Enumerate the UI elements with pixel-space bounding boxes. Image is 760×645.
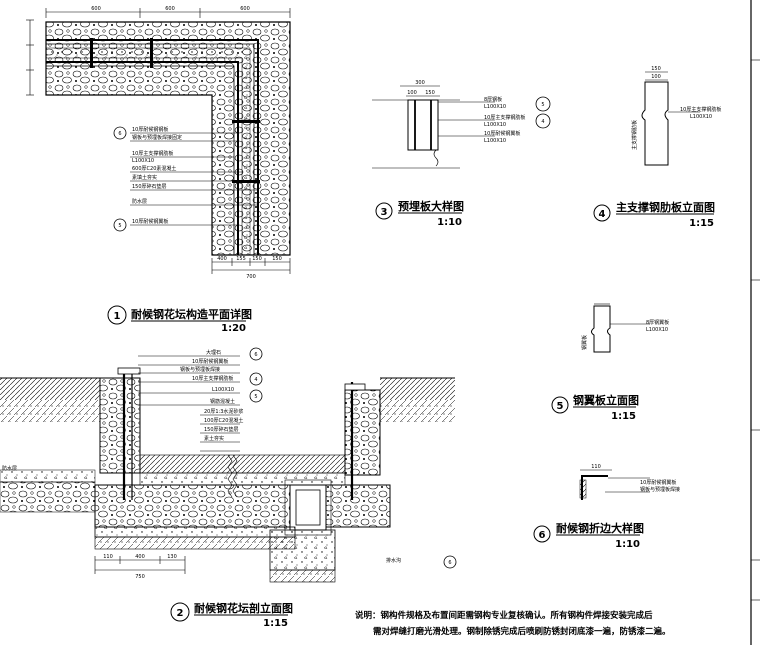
detail-5-title: 5 钢翼板立面图 1:15 (551, 393, 639, 422)
svg-text:5: 5 (557, 401, 564, 412)
plan-label-5: 600厚C20素混凝土 (132, 165, 176, 172)
section-label-1: 大理石 (206, 349, 221, 356)
d4-dim-1: 150 (651, 66, 661, 72)
section-label-9: 150厚碎石垫层 (204, 426, 239, 433)
d5-label-1: 8厚钢翼板 (646, 319, 669, 326)
svg-text:4: 4 (599, 209, 606, 220)
d5-label-3: 钢翼板 (581, 335, 588, 350)
plan-dim-bottom-2: 155 (236, 256, 246, 262)
svg-text:4: 4 (254, 377, 257, 383)
svg-text:6: 6 (118, 131, 121, 137)
d4-label-3: 主支撑钢肋板 (631, 120, 638, 150)
plan-label-4: L100X10 (132, 158, 154, 164)
detail-1-scale: 1:20 (221, 323, 246, 334)
plan-dim-bottom-3: 150 (252, 256, 262, 262)
svg-text:6: 6 (254, 352, 257, 358)
section-detail-drawing: 110 400 130 750 6 4 5 大理石 10厚耐候钢翼板 钢板与预埋… (0, 347, 457, 583)
section-label-3: 钢板与预埋板焊接 (180, 366, 220, 373)
section-label-2: 10厚耐候钢翼板 (192, 358, 228, 365)
detail-6-drawing: 110 10厚耐候钢翼板 钢板与预埋板焊接 (579, 464, 680, 500)
note-line-2: 需对焊缝打磨光滑处理。钢制除锈完成后喷刷防锈封闭底漆一遍，防锈漆二遍。 (373, 626, 671, 637)
plan-dim-total: 700 (246, 274, 256, 280)
detail-3-scale: 1:10 (437, 217, 462, 228)
d3-label-3: 10厚主支撑钢肋板 (484, 114, 525, 121)
section-dim-1: 110 (103, 554, 113, 560)
detail-6-scale: 1:10 (615, 539, 640, 550)
d4-label-2: L100X10 (690, 114, 712, 120)
detail-6-title-text: 耐候钢折边大样图 (556, 521, 644, 535)
detail-2-title: 2 耐候钢花坛剖立面图 1:15 (170, 601, 293, 629)
d4-label-1: 10厚主支撑钢肋板 (680, 106, 721, 113)
d3-label-4: L100X10 (484, 122, 506, 128)
d6-label-2: 钢板与预埋板焊接 (640, 486, 680, 493)
detail-4-drawing: 150 100 10厚主支撑钢肋板 L100X10 主支撑钢肋板 (631, 66, 721, 166)
svg-text:4: 4 (541, 119, 544, 125)
plan-dim-bottom-1: 400 (217, 256, 227, 262)
detail-2-title-text: 耐候钢花坛剖立面图 (194, 601, 293, 615)
general-note: 说明：钢构件规格及布置间距需钢构专业复核确认。所有钢构件焊接安装完成后 需对焊缝… (355, 610, 671, 637)
svg-text:6: 6 (448, 560, 451, 566)
detail-1-title-text: 耐候钢花坛构造平面详图 (131, 307, 252, 321)
detail-4-scale: 1:15 (689, 218, 714, 229)
d4-dim-2: 100 (651, 74, 661, 80)
section-label-7: 20厚1:3水泥砂浆 (204, 408, 243, 415)
plan-dim-top-1: 600 (91, 6, 101, 12)
plan-label-8: 防水层 (132, 198, 147, 205)
detail-3-title-text: 预埋板大样图 (398, 199, 464, 213)
section-label-6: 钢筋混凝土 (210, 398, 235, 405)
section-label-12: 防水层 (2, 465, 17, 472)
detail-1-title: 1 耐候钢花坛构造平面详图 1:20 (107, 305, 252, 334)
plan-detail-drawing: 600 600 600 400 155 150 150 700 (26, 6, 291, 280)
section-label-5: L100X10 (212, 387, 234, 393)
plan-dim-top-2: 600 (165, 6, 175, 12)
d6-dim-1: 110 (591, 464, 601, 470)
svg-text:5: 5 (541, 102, 544, 108)
svg-text:2: 2 (177, 608, 184, 619)
plan-label-6: 素填土夯实 (132, 174, 157, 181)
d5-label-2: L100X10 (646, 327, 668, 333)
svg-text:1: 1 (114, 311, 121, 322)
plan-dim-top-3: 600 (240, 6, 250, 12)
detail-5-drawing: 8厚钢翼板 L100X10 钢翼板 (581, 303, 669, 353)
d3-dim-1: 300 (415, 80, 425, 86)
plan-label-1: 10厚耐候钢钢板 (132, 126, 168, 133)
d6-label-1: 10厚耐候钢翼板 (640, 479, 676, 486)
detail-4-title-text: 主支撑钢肋板立面图 (616, 200, 715, 214)
detail-3-title: 3 预埋板大样图 1:10 (375, 199, 464, 228)
section-label-11: 排水沟 (386, 557, 401, 564)
plan-label-9: 10厚耐候钢翼板 (132, 218, 168, 225)
detail-6-title: 6 耐候钢折边大样图 1:10 (533, 521, 644, 550)
d3-label-6: L100X10 (484, 138, 506, 144)
detail-5-title-text: 钢翼板立面图 (573, 393, 639, 407)
section-dim-4: 750 (135, 574, 145, 580)
plan-dim-bottom-4: 150 (272, 256, 282, 262)
section-dim-3: 130 (167, 554, 177, 560)
plan-label-2: 钢板与预埋板焊接固定 (132, 134, 182, 141)
section-label-10: 素土夯实 (204, 435, 224, 442)
d3-dim-3: 150 (425, 90, 435, 96)
d3-label-2: L100X10 (484, 104, 506, 110)
d3-dim-2: 100 (407, 90, 417, 96)
svg-text:5: 5 (118, 223, 121, 229)
title-block-edge (750, 0, 760, 645)
plan-label-7: 150厚碎石垫层 (132, 183, 167, 190)
detail-4-title: 4 主支撑钢肋板立面图 1:15 (593, 200, 715, 229)
svg-text:6: 6 (539, 530, 546, 541)
note-line-1: 说明：钢构件规格及布置间距需钢构专业复核确认。所有钢构件焊接安装完成后 (355, 610, 653, 621)
svg-text:3: 3 (381, 207, 388, 218)
section-label-4: 10厚主支撑钢肋板 (192, 375, 233, 382)
d3-label-1: 8厚钢板 (484, 96, 502, 103)
detail-5-scale: 1:15 (611, 411, 636, 422)
detail-2-scale: 1:15 (263, 618, 288, 629)
section-dim-2: 400 (135, 554, 145, 560)
section-label-8: 100厚C20混凝土 (204, 417, 243, 424)
svg-text:5: 5 (254, 394, 257, 400)
d3-label-5: 10厚耐候钢翼板 (484, 130, 520, 137)
detail-3-drawing: 300 100 150 8厚钢板 L100X10 10厚主支撑钢肋板 L100X… (372, 80, 551, 169)
plan-label-3: 10厚主支撑钢肋板 (132, 150, 173, 157)
